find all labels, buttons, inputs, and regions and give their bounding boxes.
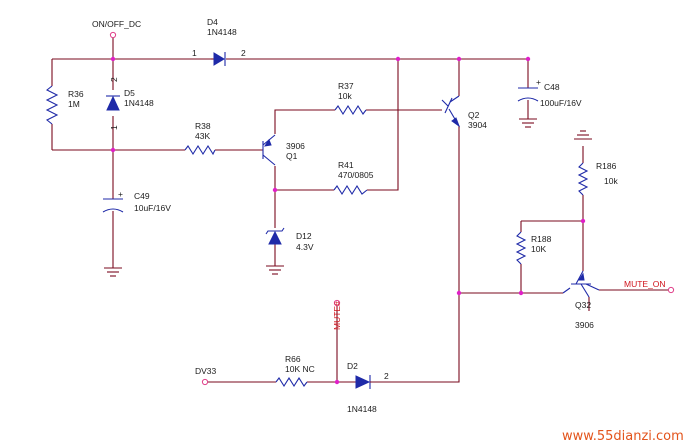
resistor-r66 bbox=[275, 376, 308, 388]
junction-dots bbox=[110, 56, 586, 385]
r37-value: 10k bbox=[338, 91, 352, 101]
resistor-r37 bbox=[334, 104, 367, 116]
d4-pin1: 1 bbox=[192, 48, 197, 58]
q1-value: 3906 bbox=[286, 141, 305, 151]
ground-d12 bbox=[266, 265, 284, 275]
resistor-r41 bbox=[333, 184, 368, 196]
watermark: www.55dianzi.com bbox=[562, 429, 684, 444]
r37-ref: R37 bbox=[338, 81, 354, 91]
net-label-on-off: ON/OFF_DC bbox=[92, 19, 141, 29]
capacitor-c49 bbox=[102, 198, 124, 213]
c48-value: 100uF/16V bbox=[540, 98, 582, 108]
r66-ref: R66 bbox=[285, 354, 301, 364]
resistor-r188 bbox=[515, 231, 527, 265]
dv33-port bbox=[201, 378, 209, 386]
ground-c49 bbox=[104, 267, 122, 277]
d4-value: 1N4148 bbox=[207, 27, 237, 37]
resistor-r36 bbox=[45, 85, 59, 125]
resistor-r186 bbox=[577, 162, 589, 196]
c49-ref: C49 bbox=[134, 191, 150, 201]
d12-value: 4.3V bbox=[296, 242, 314, 252]
r36-ref: R36 bbox=[68, 89, 84, 99]
r41-value: 470/0805 bbox=[338, 170, 374, 180]
transistor-q2 bbox=[441, 95, 461, 128]
mute-in-port bbox=[333, 299, 341, 307]
mute-on-port bbox=[667, 286, 675, 294]
d5-ref: D5 bbox=[124, 88, 135, 98]
resistor-r38 bbox=[184, 144, 216, 156]
d4-pin2: 2 bbox=[241, 48, 246, 58]
r36-value: 1M bbox=[68, 99, 80, 109]
ground-c48 bbox=[519, 118, 537, 128]
net-label-mute-in: MUTE# bbox=[332, 301, 342, 330]
r38-ref: R38 bbox=[195, 121, 211, 131]
diode-d5 bbox=[106, 95, 120, 111]
q1-ref: Q1 bbox=[286, 151, 298, 161]
r38-value: 43K bbox=[195, 131, 210, 141]
c49-plus: + bbox=[118, 189, 123, 199]
d12-ref: D12 bbox=[296, 231, 312, 241]
d2-ref: D2 bbox=[347, 361, 358, 371]
diode-d4 bbox=[211, 52, 226, 66]
r188-ref: R188 bbox=[531, 234, 552, 244]
r66-value: 10K NC bbox=[285, 364, 315, 374]
zener-d12 bbox=[265, 227, 285, 245]
q2-ref: Q2 bbox=[468, 110, 480, 120]
on-off-port bbox=[109, 31, 117, 39]
r186-value: 10k bbox=[604, 176, 618, 186]
capacitor-c48 bbox=[517, 87, 539, 102]
r41-ref: R41 bbox=[338, 160, 354, 170]
q32-ref: Q32 bbox=[575, 300, 591, 310]
c49-value: 10uF/16V bbox=[134, 203, 171, 213]
c48-ref: C48 bbox=[544, 82, 560, 92]
d5-pin1: 1 bbox=[109, 125, 119, 130]
d4-ref: D4 bbox=[207, 17, 218, 27]
r188-value: 10K bbox=[531, 244, 546, 254]
q32-value: 3906 bbox=[575, 320, 594, 330]
diode-d2 bbox=[355, 375, 395, 389]
c48-plus: + bbox=[536, 77, 541, 87]
d5-value: 1N4148 bbox=[124, 98, 154, 108]
d2-pin2: 2 bbox=[384, 371, 389, 381]
d2-value: 1N4148 bbox=[347, 404, 377, 414]
transistor-q32 bbox=[562, 270, 600, 298]
r186-ref: R186 bbox=[596, 161, 617, 171]
net-label-dv33: DV33 bbox=[195, 366, 217, 376]
q2-value: 3904 bbox=[468, 120, 487, 130]
d5-pin2: 2 bbox=[109, 77, 119, 82]
ground-r186 bbox=[574, 130, 592, 140]
net-label-mute-on: MUTE_ON bbox=[624, 279, 666, 289]
transistor-q1 bbox=[262, 134, 276, 166]
